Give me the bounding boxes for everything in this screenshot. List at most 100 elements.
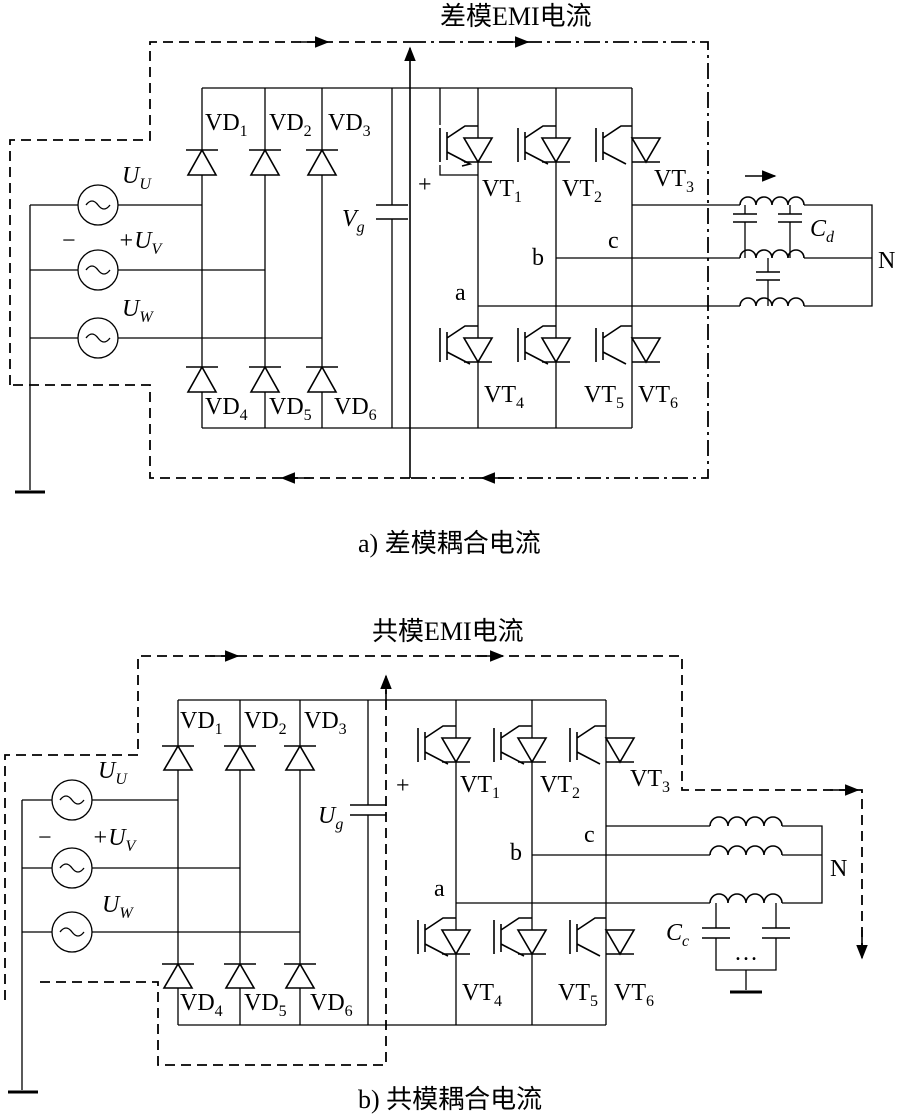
vt3-label: VT3 bbox=[654, 166, 694, 196]
igbt-icon bbox=[595, 125, 662, 165]
diode-icon bbox=[249, 365, 281, 393]
filter-cap-label: Cc bbox=[666, 920, 689, 950]
vd3-label: VD3 bbox=[328, 110, 371, 140]
minus-sign: − bbox=[62, 228, 76, 254]
inductor-icon bbox=[709, 893, 783, 904]
igbt-icon bbox=[439, 125, 494, 167]
igbt-icon bbox=[493, 725, 548, 765]
neutral-label: N bbox=[878, 248, 895, 274]
inductor-icon bbox=[739, 196, 805, 206]
diode-icon bbox=[284, 962, 316, 989]
node-b-label: b bbox=[532, 245, 544, 271]
vt6-label: VT6 bbox=[614, 980, 654, 1010]
vd5-label: VD5 bbox=[244, 990, 287, 1020]
plus-sign: + bbox=[418, 172, 432, 198]
source-v-label: +UV bbox=[118, 228, 164, 258]
igbt-icon bbox=[517, 125, 572, 165]
node-c-label: c bbox=[584, 822, 595, 848]
vt4-label: VT4 bbox=[484, 382, 524, 412]
ac-source-icon bbox=[51, 911, 93, 953]
vt1-label: VT1 bbox=[460, 772, 500, 802]
vt5-label: VT5 bbox=[558, 980, 598, 1010]
source-w-label: UW bbox=[102, 892, 134, 922]
cm-current-path-bottom bbox=[40, 690, 387, 1066]
cm-dc-buses bbox=[178, 699, 606, 1026]
dm-dc-buses bbox=[202, 87, 632, 429]
cm-neutral-wires bbox=[782, 825, 823, 904]
diode-icon bbox=[284, 744, 316, 771]
ac-source-icon bbox=[77, 317, 119, 359]
inductor-icon bbox=[709, 816, 783, 827]
vd2-label: VD2 bbox=[244, 708, 287, 738]
caption-a: a) 差模耦合电流 bbox=[358, 529, 541, 558]
node-b-label: b bbox=[510, 840, 522, 866]
plus-sign: + bbox=[396, 773, 410, 799]
ac-source-icon bbox=[51, 847, 93, 889]
vt3-label: VT3 bbox=[630, 766, 670, 796]
neutral-label: N bbox=[830, 856, 847, 882]
vd1-label: VD1 bbox=[205, 110, 248, 140]
diode-icon bbox=[249, 148, 281, 176]
minus-sign: − bbox=[38, 825, 52, 851]
source-w-label: UW bbox=[122, 296, 154, 326]
source-u-label: UU bbox=[122, 163, 152, 193]
igbt-icon bbox=[517, 325, 572, 365]
igbt-icon bbox=[569, 917, 636, 957]
ac-source-icon bbox=[77, 249, 119, 291]
dm-emi-current-label: 差模EMI电流 bbox=[440, 2, 592, 31]
filter-capacitor-icon bbox=[733, 205, 802, 306]
diode-icon bbox=[224, 962, 256, 989]
filter-cap-label: Cd bbox=[810, 216, 835, 246]
diode-icon bbox=[224, 744, 256, 771]
diode-icon bbox=[162, 744, 194, 771]
inductor-icon bbox=[739, 297, 805, 307]
inductor-icon bbox=[709, 845, 783, 856]
source-u-label: UU bbox=[98, 758, 128, 788]
vd4-label: VD4 bbox=[180, 990, 223, 1020]
igbt-icon bbox=[493, 917, 548, 957]
vt2-label: VT2 bbox=[540, 772, 580, 802]
vd6-label: VD6 bbox=[334, 394, 377, 424]
capacitor-label: Ug bbox=[318, 803, 343, 833]
inductor-icon bbox=[739, 249, 805, 259]
vd4-label: VD4 bbox=[205, 394, 248, 424]
ellipsis: … bbox=[734, 940, 758, 966]
cm-output-wires bbox=[456, 825, 710, 904]
dm-output-wires bbox=[478, 204, 740, 307]
cm-capacitor-icon bbox=[350, 804, 386, 816]
igbt-icon bbox=[417, 917, 472, 957]
node-a-label: a bbox=[434, 876, 445, 902]
igbt-icon bbox=[569, 725, 636, 765]
source-v-label: +UV bbox=[92, 825, 138, 855]
cm-emi-current-label: 共模EMI电流 bbox=[372, 617, 524, 646]
ac-source-icon bbox=[51, 779, 93, 821]
vt4-label: VT4 bbox=[462, 980, 502, 1010]
vd5-label: VD5 bbox=[269, 394, 312, 424]
dm-igbt-wire bbox=[439, 88, 478, 176]
diode-icon bbox=[186, 148, 218, 176]
diode-icon bbox=[186, 365, 218, 393]
igbt-icon bbox=[439, 325, 494, 365]
common-mode-diagram: 共模EMI电流 UU − +UV UW VD1 VD2 VD3 bbox=[4, 617, 868, 1114]
differential-mode-diagram: 差模EMI电流 UU − +UV UW VD1 VD2 bbox=[9, 2, 895, 558]
diode-icon bbox=[162, 962, 194, 989]
vt1-label: VT1 bbox=[482, 176, 522, 206]
vt5-label: VT5 bbox=[584, 382, 624, 412]
dm-current-path-bottom bbox=[10, 384, 410, 479]
vt2-label: VT2 bbox=[562, 176, 602, 206]
vd3-label: VD3 bbox=[304, 708, 347, 738]
dm-current-path-right bbox=[410, 41, 709, 479]
ac-source-icon bbox=[77, 184, 119, 226]
vd1-label: VD1 bbox=[180, 708, 223, 738]
igbt-icon bbox=[417, 725, 472, 765]
node-a-label: a bbox=[455, 280, 466, 306]
vt6-label: VT6 bbox=[638, 382, 678, 412]
diode-icon bbox=[306, 365, 338, 393]
diode-icon bbox=[306, 148, 338, 176]
dm-neutral-wires bbox=[804, 204, 873, 307]
dm-capacitor-icon bbox=[376, 204, 408, 220]
node-c-label: c bbox=[608, 228, 619, 254]
capacitor-label: Vg bbox=[342, 206, 365, 236]
vd6-label: VD6 bbox=[310, 990, 353, 1020]
